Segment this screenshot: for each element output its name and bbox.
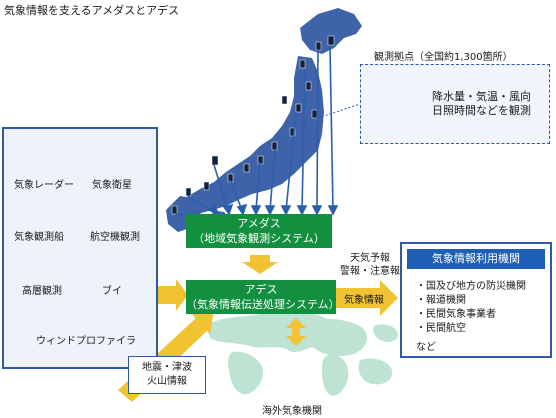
forecast-line2: 警報・注意報 <box>340 266 400 277</box>
amedas-title: アメダス <box>237 217 281 230</box>
source-label-aircraft: 航空機観測 <box>90 232 140 243</box>
forecast-line1: 天気予報 <box>350 253 390 264</box>
ades-subtitle: （気象情報伝送処理システム） <box>186 298 340 311</box>
source-label-radar: 気象レーダー <box>14 180 74 191</box>
quake-info-box: 地震・津波 火山情報 <box>128 356 206 394</box>
source-label-upper-air: 高層観測 <box>22 286 62 297</box>
overseas-label: 海外気象機関 <box>262 406 322 417</box>
quake-line2: 火山情報 <box>147 376 187 387</box>
observation-desc-line2: 日照時間などを観測 <box>432 104 531 117</box>
ades-title: アデス <box>244 283 278 296</box>
users-list: ・国及び地方の防災機関 ・報道機関 ・民間気象事業者 ・民間航空 <box>416 280 526 336</box>
station-markers <box>171 35 335 215</box>
users-item: ・国及び地方の防災機関 <box>416 281 526 292</box>
observation-sources-panel <box>2 127 158 369</box>
station-arrows <box>175 45 339 222</box>
amedas-box: アメダス （地域気象観測システム） <box>186 214 332 248</box>
source-label-wind-profiler: ウィンドプロファイラ <box>36 336 136 347</box>
users-box: 気象情報利用機関 ・国及び地方の防災機関 ・報道機関 ・民間気象事業者 ・民間航… <box>400 242 552 358</box>
ades-box: アデス （気象情報伝送処理システム） <box>186 280 340 314</box>
users-item: ・民間航空 <box>416 323 466 334</box>
forecast-label: 天気予報 警報・注意報 <box>338 252 402 278</box>
amedas-subtitle: （地域気象観測システム） <box>193 232 325 245</box>
users-item: ・報道機関 <box>416 295 466 306</box>
source-label-satellite: 気象衛星 <box>92 180 132 191</box>
observation-heading: 観測拠点（全国約1,300箇所） <box>374 52 513 63</box>
source-label-ship: 気象観測船 <box>14 232 64 243</box>
users-etc: など <box>416 342 436 353</box>
source-label-buoy: ブイ <box>102 286 122 297</box>
users-item: ・民間気象事業者 <box>416 309 496 320</box>
weather-info-label: 気象情報 <box>344 295 384 306</box>
quake-line1: 地震・津波 <box>142 362 192 373</box>
leader-line <box>317 103 361 119</box>
page-title: 気象情報を支えるアメダスとアデス <box>4 4 180 17</box>
observation-detail-box <box>360 64 550 144</box>
users-heading: 気象情報利用機関 <box>407 249 545 269</box>
observation-desc-line1: 降水量・気温・風向 <box>432 90 531 103</box>
world-map <box>206 309 398 396</box>
